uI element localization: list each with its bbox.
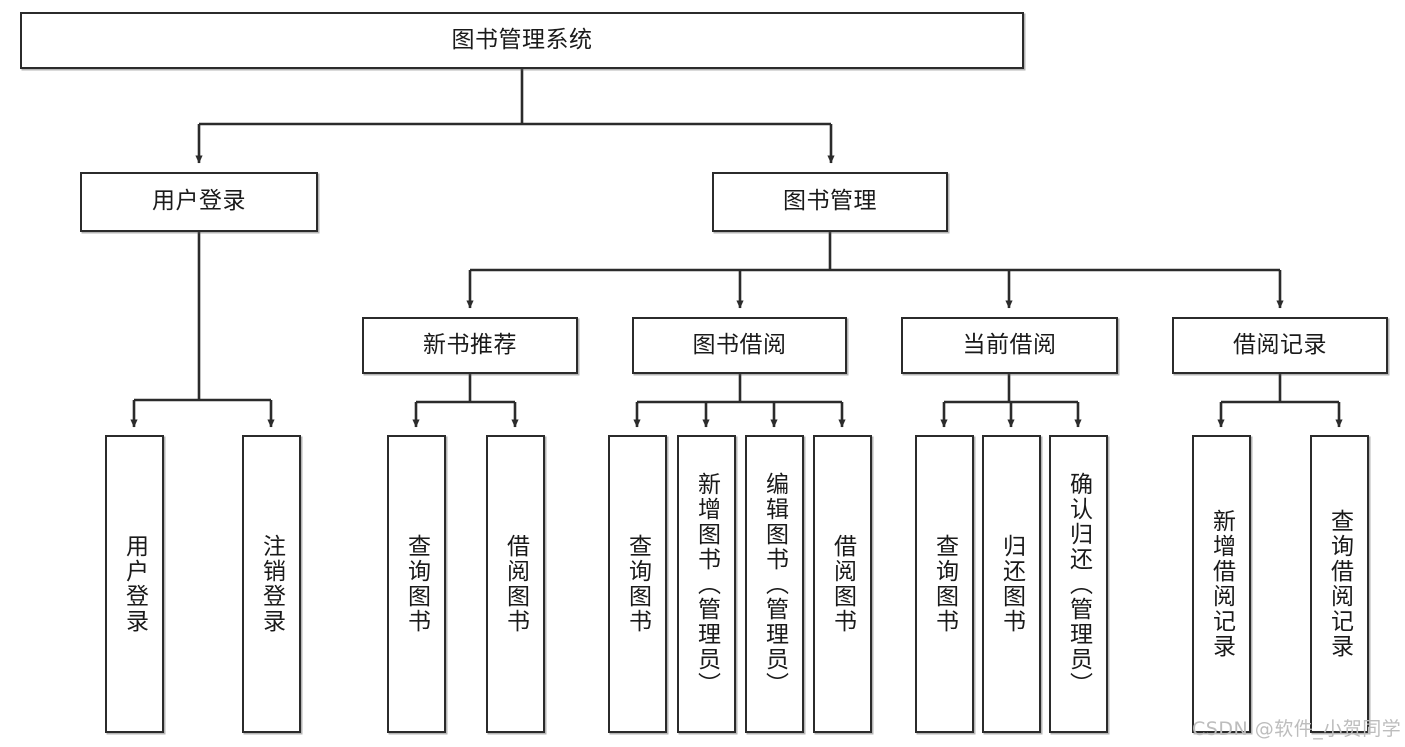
- node-label: 查询借阅记录: [1326, 509, 1353, 659]
- node-leaf-query-book-1[interactable]: 查询图书: [387, 435, 446, 733]
- node-leaf-confirm-return[interactable]: 确认归还（管理员）: [1049, 435, 1108, 733]
- node-leaf-query-record[interactable]: 查询借阅记录: [1310, 435, 1369, 733]
- node-label: 借阅图书: [829, 534, 856, 634]
- node-leaf-borrow-book-2[interactable]: 借阅图书: [813, 435, 872, 733]
- node-label: 查询图书: [624, 534, 651, 634]
- node-label: 用户登录: [121, 534, 148, 634]
- node-label: 图书借阅: [692, 331, 787, 358]
- node-leaf-logout[interactable]: 注销登录: [242, 435, 301, 733]
- node-system-title[interactable]: 图书管理系统: [20, 12, 1024, 69]
- node-leaf-return-book[interactable]: 归还图书: [982, 435, 1041, 733]
- node-label: 图书管理: [783, 188, 877, 215]
- node-leaf-add-book[interactable]: 新增图书（管理员）: [677, 435, 736, 733]
- node-label: 新书推荐: [423, 331, 517, 358]
- node-book-management[interactable]: 图书管理: [712, 172, 948, 232]
- node-user-login[interactable]: 用户登录: [80, 172, 318, 232]
- node-label: 确认归还（管理员）: [1065, 471, 1092, 697]
- node-leaf-query-book-3[interactable]: 查询图书: [915, 435, 974, 733]
- node-leaf-borrow-book-1[interactable]: 借阅图书: [486, 435, 545, 733]
- node-label: 编辑图书（管理员）: [761, 471, 788, 697]
- node-label: 图书管理系统: [451, 26, 593, 53]
- node-label: 用户登录: [152, 188, 246, 215]
- node-leaf-add-record[interactable]: 新增借阅记录: [1192, 435, 1251, 733]
- node-book-borrow[interactable]: 图书借阅: [632, 317, 847, 374]
- node-label: 注销登录: [258, 534, 285, 634]
- node-leaf-query-book-2[interactable]: 查询图书: [608, 435, 667, 733]
- node-current-borrow[interactable]: 当前借阅: [901, 317, 1118, 374]
- node-label: 当前借阅: [962, 331, 1057, 358]
- node-label: 借阅图书: [502, 534, 529, 634]
- node-leaf-user-login[interactable]: 用户登录: [105, 435, 164, 733]
- node-label: 查询图书: [931, 534, 958, 634]
- csdn-watermark: CSDN @软件_小贺同学: [1192, 718, 1402, 740]
- node-label: 查询图书: [403, 534, 430, 634]
- node-leaf-edit-book[interactable]: 编辑图书（管理员）: [745, 435, 804, 733]
- node-borrow-record[interactable]: 借阅记录: [1172, 317, 1388, 374]
- node-label: 借阅记录: [1233, 331, 1327, 358]
- node-label: 新增借阅记录: [1208, 509, 1235, 659]
- node-label: 归还图书: [998, 534, 1025, 634]
- node-new-book-recommend[interactable]: 新书推荐: [362, 317, 578, 374]
- node-label: 新增图书（管理员）: [693, 471, 720, 697]
